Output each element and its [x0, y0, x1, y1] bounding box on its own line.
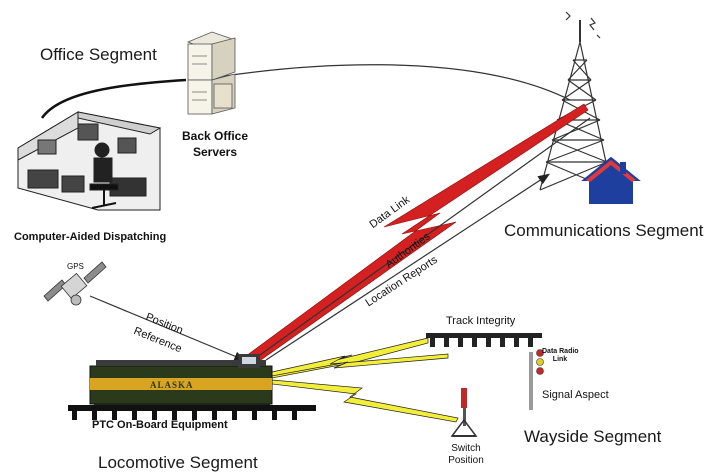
server-icon [186, 31, 236, 115]
back-office-label-line2: Servers [192, 145, 238, 159]
wayside-segment-label: Wayside Segment [524, 427, 662, 446]
dispatch-workstation-icon [17, 111, 162, 211]
communications-segment-label: Communications Segment [504, 221, 704, 240]
switch-position-label-line1: Switch [451, 443, 481, 454]
data-radio-link-line1: Data Radio [542, 348, 579, 355]
gps-label: GPS [67, 262, 84, 271]
location-reports-line [265, 173, 551, 361]
track-integrity-label: Track Integrity [446, 315, 516, 327]
data-radio-link-label: Data Radio Link [542, 348, 579, 363]
onboard-equipment-label: PTC On-Board Equipment [92, 419, 228, 431]
signal-aspect-bolt [271, 353, 449, 377]
wayside-track [426, 333, 542, 347]
switch-stand-icon [450, 388, 478, 437]
data-link-bolt [245, 103, 589, 363]
back-office-label-line1: Back Office [181, 129, 249, 143]
switch-position-label: Switch Position [442, 444, 490, 466]
dispatching-label: Computer-Aided Dispatching [14, 231, 167, 243]
signal-icon [529, 349, 544, 410]
office-link-line [217, 64, 571, 101]
authorities-line [259, 117, 591, 356]
dispatch-to-server-line [40, 78, 187, 119]
radio-tower-icon [539, 11, 613, 191]
back-office-label: Back Office Servers [172, 130, 258, 158]
locomotive-brand-label: ALASKA [150, 380, 194, 390]
office-segment-label: Office Segment [40, 45, 157, 64]
data-radio-link-line2: Link [552, 356, 568, 363]
house-icon [581, 156, 641, 204]
locomotive-segment-label: Locomotive Segment [98, 453, 258, 472]
locomotive-track [68, 405, 316, 420]
switch-position-bolt [271, 379, 459, 423]
gps-satellite-icon [43, 261, 107, 306]
position-reference-line [89, 295, 247, 361]
signal-aspect-label: Signal Aspect [542, 389, 609, 401]
switch-position-label-line2: Position [448, 455, 484, 466]
